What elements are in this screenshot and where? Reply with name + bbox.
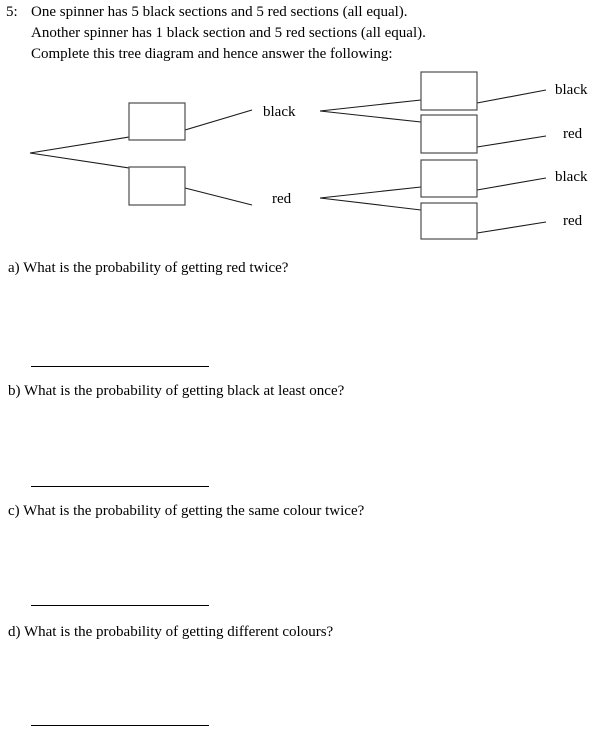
answer-line-d[interactable]: [31, 725, 209, 726]
tree-label-stage1-black: black: [263, 104, 296, 120]
question-number: 5:: [6, 4, 18, 20]
branch-black-to-black2: [319, 99, 422, 112]
answer-line-a[interactable]: [31, 366, 209, 367]
branch-box4-to-red: [476, 221, 547, 234]
question-a: a) What is the probability of getting re…: [8, 260, 289, 276]
probability-tree-diagram: black red black red black red: [0, 60, 608, 250]
stem-line-1: One spinner has 5 black sections and 5 r…: [31, 4, 408, 20]
tree-label-stage1-red: red: [272, 191, 292, 207]
tree-label-stage2-black-2: black: [555, 169, 588, 185]
tree-input-box-stage2-3: [420, 159, 478, 198]
tree-label-stage2-black-1: black: [555, 82, 588, 98]
tree-input-box-stage1-2: [128, 166, 186, 206]
branch-red-box-to-label: [184, 187, 253, 206]
question-stem: One spinner has 5 black sections and 5 r…: [31, 2, 571, 65]
stem-line-2: Another spinner has 1 black section and …: [31, 25, 426, 41]
branch-box2-to-red: [476, 135, 547, 148]
answer-line-c[interactable]: [31, 605, 209, 606]
tree-input-box-stage2-4: [420, 202, 478, 240]
branch-root-to-red: [29, 152, 130, 169]
branch-black-box-to-label: [184, 109, 253, 131]
tree-label-stage2-red-1: red: [563, 126, 583, 142]
tree-input-box-stage1-1: [128, 102, 186, 141]
answer-line-b[interactable]: [31, 486, 209, 487]
branch-black-to-red2: [319, 110, 422, 123]
branch-red-to-black2: [319, 186, 422, 199]
tree-input-box-stage2-1: [420, 71, 478, 111]
tree-input-box-stage2-2: [420, 114, 478, 154]
branch-box1-to-black: [476, 89, 547, 104]
tree-label-stage2-red-2: red: [563, 213, 583, 229]
branch-box3-to-black: [476, 177, 547, 191]
question-c: c) What is the probability of getting th…: [8, 503, 365, 519]
branch-root-to-black: [29, 136, 130, 154]
question-b: b) What is the probability of getting bl…: [8, 383, 345, 399]
stem-line-3: Complete this tree diagram and hence ans…: [31, 46, 393, 62]
tree-diagram-svg: [29, 71, 547, 240]
branch-red-to-red2: [319, 197, 422, 211]
question-d: d) What is the probability of getting di…: [8, 624, 334, 640]
